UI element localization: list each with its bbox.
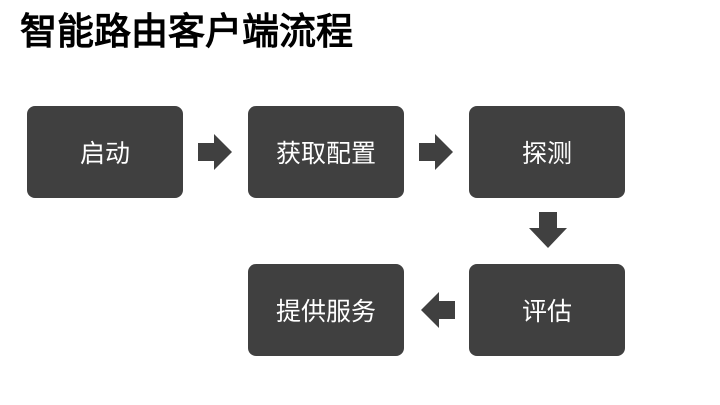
step-evaluate: 评估 <box>469 264 625 356</box>
step-probe: 探测 <box>469 106 625 198</box>
step-provide-service: 提供服务 <box>248 264 404 356</box>
step-get-config: 获取配置 <box>248 106 404 198</box>
step-start: 启动 <box>27 106 183 198</box>
arrow-left-icon <box>421 292 455 328</box>
arrow-down-icon <box>529 212 567 248</box>
arrow-right-icon <box>419 134 453 170</box>
arrow-right-icon <box>198 134 232 170</box>
page-title: 智能路由客户端流程 <box>20 10 353 53</box>
